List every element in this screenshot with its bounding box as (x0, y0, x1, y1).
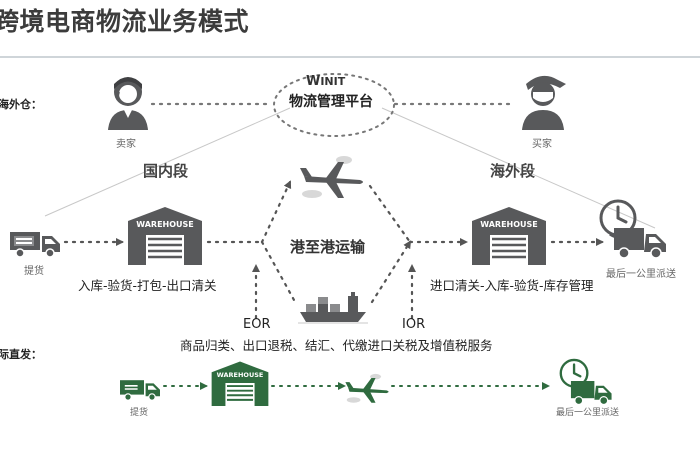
domestic-warehouse-icon: WAREHOUSE (126, 205, 204, 265)
last-mile-label: 最后一公里派送 (606, 269, 676, 280)
warehouse-sign: WAREHOUSE (216, 371, 264, 379)
sea-route-right (370, 240, 412, 304)
air-route-left (260, 180, 292, 244)
section-label-direct-mail: 际直发： (0, 348, 42, 361)
warehouse-sign: WAREHOUSE (480, 220, 538, 229)
buyer-label: 买家 (532, 139, 552, 150)
platform-right-diagonal (381, 107, 656, 229)
buyer-icon (522, 75, 566, 130)
pickup-label: 提货 (24, 266, 44, 277)
ior-label: IOR (402, 317, 426, 332)
overseas-warehouse-icon: WAREHOUSE (470, 205, 548, 265)
seller-icon (108, 77, 148, 130)
platform-ellipse (273, 73, 395, 137)
direct-airplane-icon (345, 373, 389, 403)
cargo-ship-icon (298, 292, 368, 324)
sea-route-left (260, 240, 296, 302)
warehouse-sign: WAREHOUSE (136, 220, 194, 229)
segment-domestic: 国内段 (143, 162, 189, 180)
platform-logo-mark-icon: W (306, 74, 321, 89)
platform-name: 物流管理平台 (289, 94, 373, 110)
title-divider (0, 56, 700, 58)
pickup-truck-icon (10, 232, 60, 258)
last-mile-delivery-icon (599, 199, 666, 259)
segment-overseas: 海外段 (490, 162, 536, 180)
eor-label: EOR (243, 317, 271, 332)
platform-logo: WINIT (306, 74, 346, 89)
direct-last-mile-label: 最后一公里派送 (556, 408, 620, 418)
services-description: 商品归类、出口退税、结汇、代缴进口关税及增值税服务 (180, 338, 493, 353)
platform-left-diagonal (44, 107, 291, 217)
seller-label: 卖家 (116, 139, 136, 150)
direct-pickup-label: 提货 (130, 408, 149, 418)
direct-last-mile-icon (559, 358, 612, 406)
section-label-overseas-warehouse: 海外仓： (0, 98, 42, 111)
direct-pickup-truck-icon (120, 380, 160, 401)
page-title: 跨境电商物流业务模式 (0, 7, 250, 36)
airplane-icon (300, 156, 363, 198)
overseas-steps: 进口清关-入库-验货-库存管理 (430, 278, 594, 293)
domestic-steps: 入库-验货-打包-出口清关 (78, 278, 217, 293)
air-route-right (368, 184, 412, 244)
direct-warehouse-icon: WAREHOUSE (210, 360, 270, 406)
segment-port-to-port: 港至港运输 (290, 238, 366, 256)
